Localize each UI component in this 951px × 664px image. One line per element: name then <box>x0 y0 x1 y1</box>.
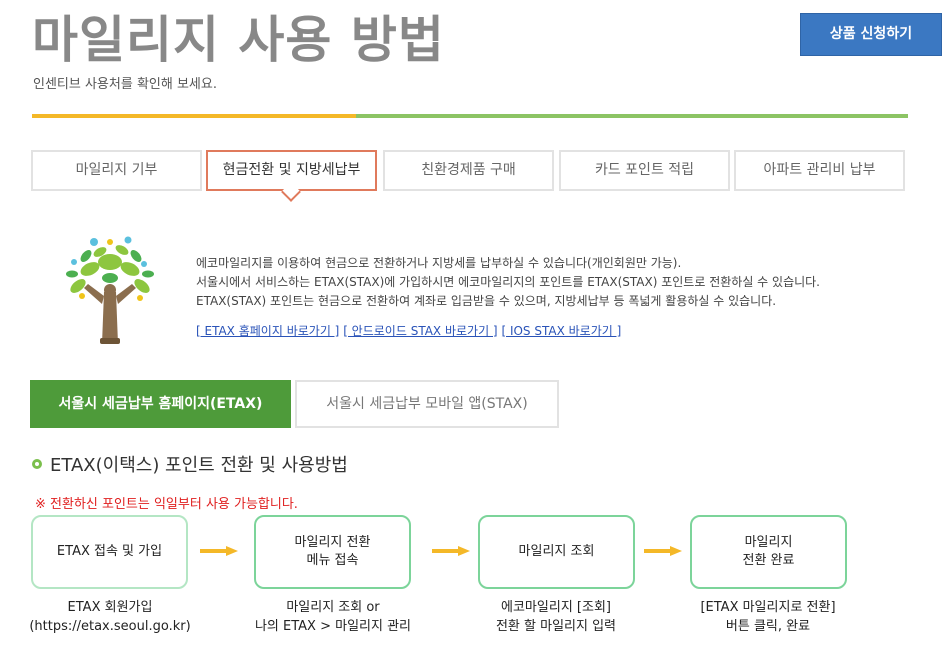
arrow-right-icon <box>200 546 238 556</box>
tab-card-point-accrual[interactable]: 카드 포인트 적립 <box>559 150 730 191</box>
quick-links: [ ETAX 홈페이지 바로가기 ] [ 안드로이드 STAX 바로가기 ] [… <box>196 322 621 339</box>
etax-homepage-link[interactable]: [ ETAX 홈페이지 바로가기 ] <box>196 324 340 338</box>
android-stax-link[interactable]: [ 안드로이드 STAX 바로가기 ] <box>343 324 498 338</box>
section-progress-bar <box>32 114 908 118</box>
subtab-stax-mobile-app[interactable]: 서울시 세금납부 모바일 앱(STAX) <box>295 380 559 428</box>
intro-line: 에코마일리지를 이용하여 현금으로 전환하거나 지방세를 납부하실 수 있습니다… <box>196 256 682 270</box>
page-title: 마일리지 사용 방법 <box>32 11 445 69</box>
apply-product-button[interactable]: 상품 신청하기 <box>800 13 942 56</box>
step-box-1: ETAX 접속 및 가입 <box>31 515 188 589</box>
tree-people-icon <box>60 234 160 354</box>
tab-label: 현금전환 및 지방세납부 <box>222 162 361 178</box>
step-description-4: [ETAX 마일리지로 전환] 버튼 클릭, 완료 <box>700 600 836 634</box>
step-box-4: 마일리지 전환 완료 <box>690 515 847 589</box>
step-description-1: ETAX 회원가입 (https://etax.seoul.go.kr) <box>29 600 191 634</box>
availability-notice: ※ 전환하신 포인트는 익일부터 사용 가능합니다. <box>35 497 298 512</box>
subtab-etax-homepage[interactable]: 서울시 세금납부 홈페이지(ETAX) <box>30 380 291 428</box>
step-description-3: 에코마일리지 [조회] 전환 할 마일리지 입력 <box>495 600 617 634</box>
tab-mileage-donation[interactable]: 마일리지 기부 <box>31 150 202 191</box>
arrow-right-icon <box>432 546 470 556</box>
tab-eco-product-purchase[interactable]: 친환경제품 구매 <box>383 150 554 191</box>
tab-apartment-fee-payment[interactable]: 아파트 관리비 납부 <box>734 150 905 191</box>
section-heading: ETAX(이택스) 포인트 전환 및 사용방법 <box>32 451 348 477</box>
section-bullet-icon <box>32 459 42 469</box>
page-subtitle: 인센티브 사용처를 확인해 보세요. <box>33 77 217 92</box>
ios-stax-link[interactable]: [ IOS STAX 바로가기 ] <box>501 324 622 338</box>
arrow-right-icon <box>644 546 682 556</box>
active-tab-pointer <box>281 182 301 202</box>
intro-line: 서울시에서 서비스하는 ETAX(STAX)에 가입하시면 에코마일리지의 포인… <box>196 275 820 289</box>
intro-line: ETAX(STAX) 포인트는 현금으로 전환하여 계좌로 입금받을 수 있으며… <box>196 294 777 308</box>
step-box-2: 마일리지 전환 메뉴 접속 <box>254 515 411 589</box>
step-box-3: 마일리지 조회 <box>478 515 635 589</box>
section-heading-text: ETAX(이택스) 포인트 전환 및 사용방법 <box>50 455 348 476</box>
intro-description: 에코마일리지를 이용하여 현금으로 전환하거나 지방세를 납부하실 수 있습니다… <box>196 254 820 311</box>
tab-cash-conversion-local-tax[interactable]: 현금전환 및 지방세납부 <box>206 150 377 202</box>
step-description-2: 마일리지 조회 or 나의 ETAX > 마일리지 관리 <box>254 600 412 634</box>
progress-fill <box>32 114 357 118</box>
